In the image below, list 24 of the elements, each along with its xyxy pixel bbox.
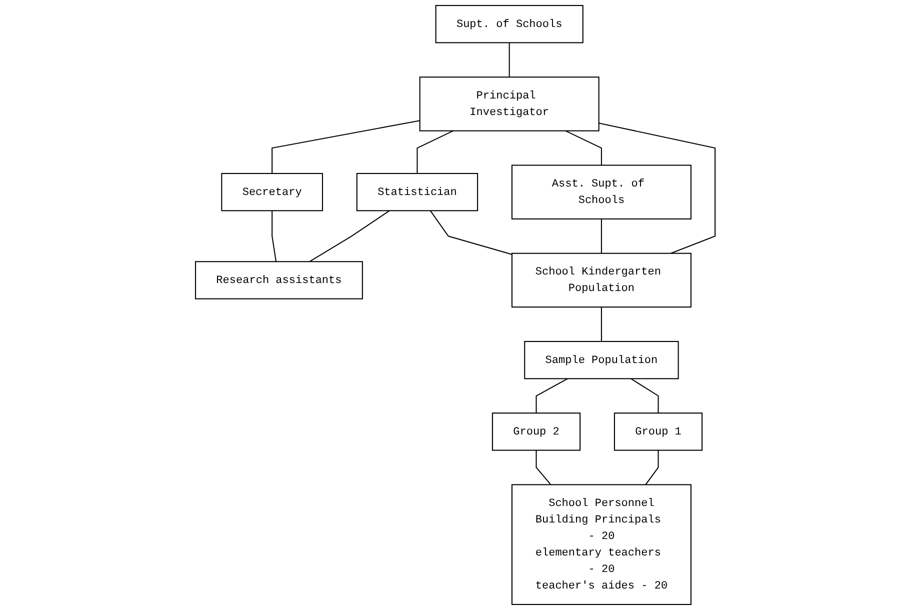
node-box: Supt. of Schools [436, 5, 584, 44]
node-box: Sample Population [524, 340, 680, 380]
node-box: Research assistants [195, 261, 364, 300]
node-box: Statistician [356, 172, 478, 212]
connector [601, 218, 602, 254]
node-box: School Personnel Building Principals - 20 elementary teachers - 20 teacher's aides - 20 [512, 484, 692, 605]
connector [272, 120, 420, 174]
connector [598, 122, 716, 254]
connector [536, 378, 568, 414]
connector [645, 450, 659, 485]
connector [601, 307, 602, 342]
connector [310, 210, 390, 262]
node-box: School Kindergarten Population [512, 252, 692, 308]
node-box: Group 2 [492, 412, 581, 451]
node-box: Asst. Supt. of Schools [512, 164, 692, 220]
connector [509, 42, 510, 78]
connector [536, 450, 552, 486]
connector [272, 210, 277, 262]
node-box: Group 1 [614, 412, 703, 451]
connector [630, 378, 659, 414]
connector [430, 210, 512, 255]
node-box: Principal Investigator [420, 76, 600, 132]
node-box: Secretary [221, 172, 324, 212]
connector [565, 130, 602, 166]
